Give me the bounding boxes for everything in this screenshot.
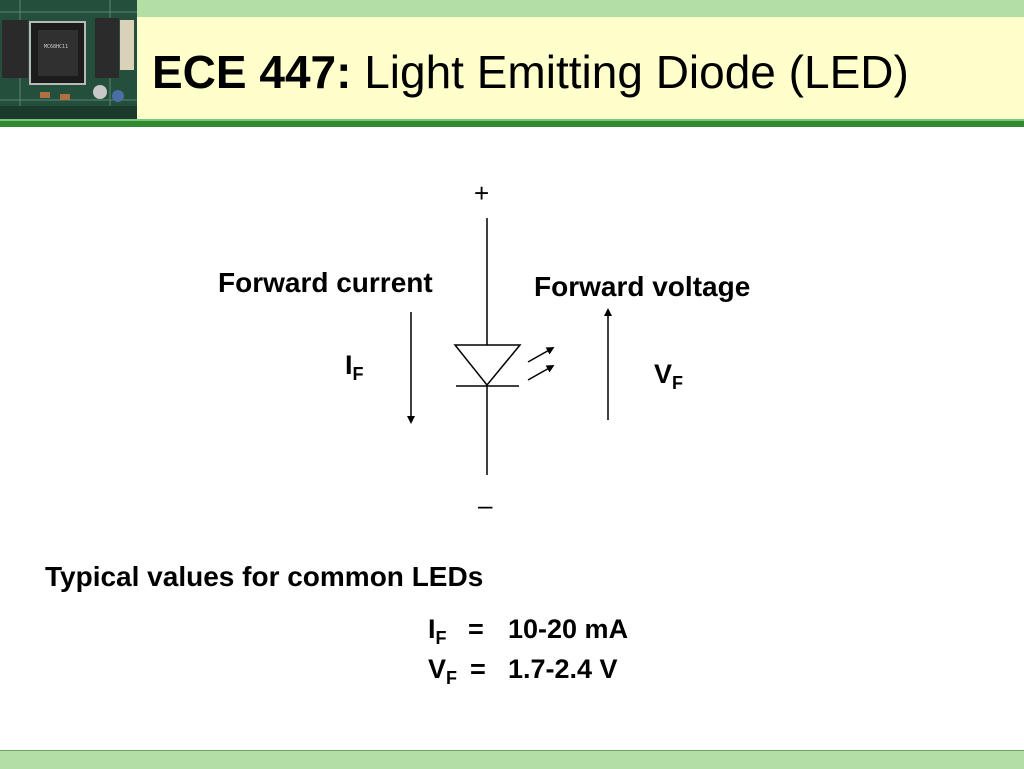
top-band: [0, 0, 1024, 17]
diode-triangle: [453, 344, 522, 387]
voltage-symbol: V: [654, 359, 673, 389]
voltage-symbol-label: VF: [654, 359, 683, 398]
plus-terminal-label: +: [474, 178, 490, 208]
typical-voltage-letter: V: [428, 654, 447, 684]
typical-current-letter: I: [428, 614, 436, 644]
forward-current-label: Forward current: [218, 267, 433, 298]
minus-terminal-label: –: [478, 490, 493, 520]
title-rest: Light Emitting Diode (LED): [351, 46, 909, 98]
light-emission-arrow-1: [527, 347, 555, 363]
title-rule: [0, 119, 1024, 127]
bottom-band: [0, 750, 1024, 769]
slide-title: ECE 447: Light Emitting Diode (LED): [152, 44, 909, 100]
title-box: [137, 17, 1024, 119]
typical-voltage-value: 1.7-2.4 V: [508, 654, 618, 684]
typical-current-sub: F: [435, 628, 447, 648]
light-emission-arrow-2: [527, 365, 555, 381]
typical-voltage-sub: F: [446, 668, 458, 688]
typical-values-heading: Typical values for common LEDs: [45, 561, 484, 592]
circuit-board-graphic: MC68HC11: [0, 0, 137, 119]
forward-voltage-label: Forward voltage: [534, 271, 751, 302]
title-rule-highlight: [0, 119, 1024, 121]
current-symbol: I: [345, 350, 353, 380]
voltage-subscript: F: [672, 373, 684, 393]
typical-current-symbol: IF: [428, 614, 447, 653]
svg-text:MC68HC11: MC68HC11: [44, 44, 68, 50]
current-subscript: F: [352, 364, 364, 384]
typical-voltage-symbol: VF: [428, 654, 457, 693]
typical-current-value: 10-20 mA: [508, 614, 629, 644]
typical-voltage-equals: =: [470, 654, 486, 684]
circuit-board-image: MC68HC11: [0, 0, 137, 119]
typical-current-equals: =: [468, 614, 484, 644]
current-symbol-label: IF: [345, 350, 364, 389]
title-prefix: ECE 447:: [152, 46, 352, 98]
